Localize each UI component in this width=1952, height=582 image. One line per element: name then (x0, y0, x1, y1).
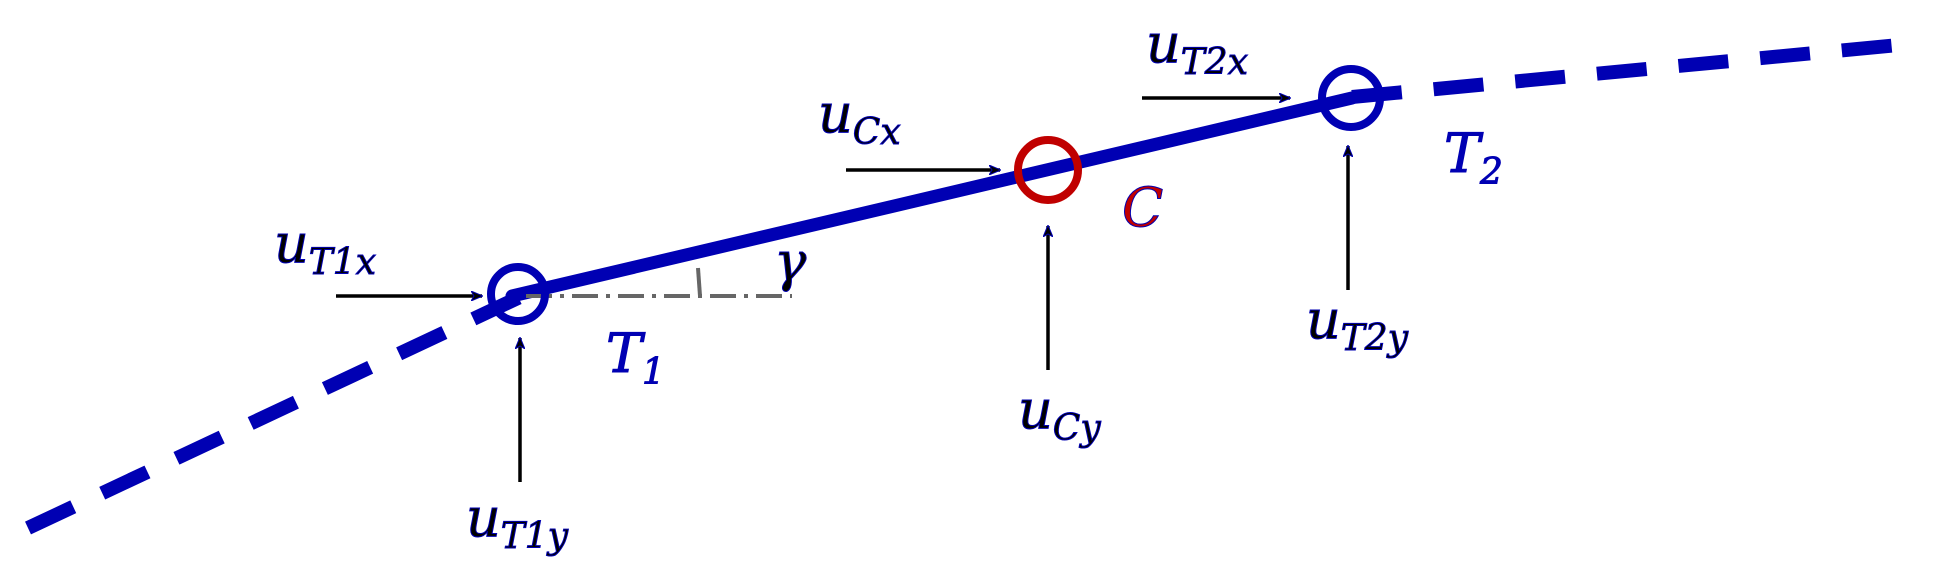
label-t2: T2 (1444, 122, 1503, 193)
label-gamma: γ (774, 230, 807, 293)
beam-segment (505, 91, 1359, 303)
label-u-cx: uCx (818, 82, 901, 153)
label-c: C (1122, 176, 1163, 239)
label-u-t2y: uT2y (1306, 288, 1409, 359)
label-t1: T1 (606, 322, 665, 393)
label-u-t1x: uT1x (274, 212, 376, 283)
label-u-t2x: uT2x (1146, 12, 1248, 83)
node-t2 (1318, 65, 1384, 131)
node-c (1014, 136, 1082, 204)
beam-extension-right (1351, 36, 1921, 104)
label-u-t1y: uT1y (466, 486, 569, 557)
angle-arc (696, 267, 702, 297)
beam-extension-left (25, 290, 523, 535)
label-u-cy: uCy (1018, 378, 1101, 449)
node-t1 (487, 263, 549, 325)
